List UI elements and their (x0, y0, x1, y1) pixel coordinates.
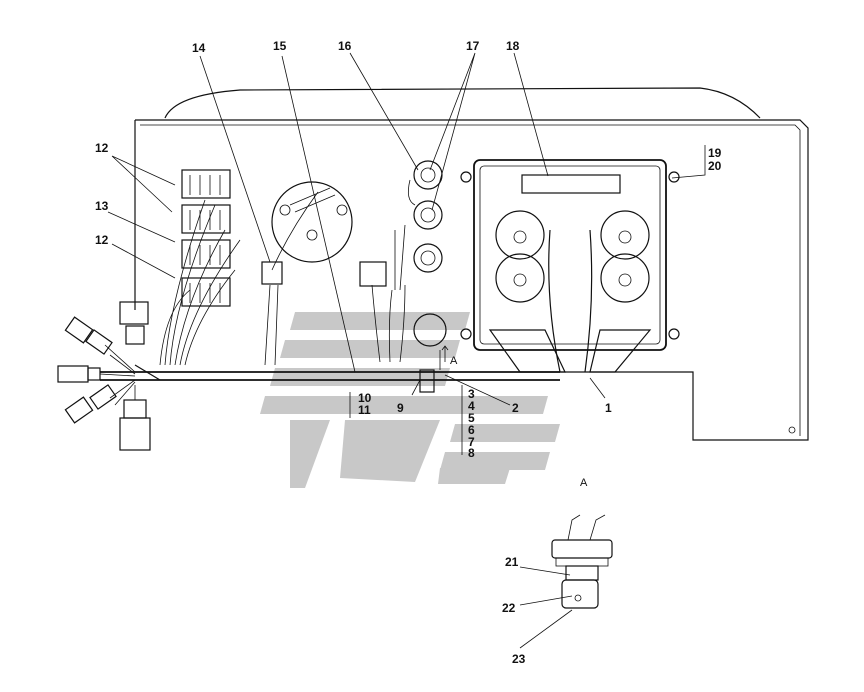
callout-4: 4 (468, 399, 475, 413)
small-connector (413, 313, 449, 393)
callout-8: 8 (468, 446, 475, 460)
callout-12-bottom: 12 (95, 233, 109, 247)
indicator-lamps (359, 160, 443, 363)
callout-10: 10 (358, 391, 372, 405)
callout-9: 9 (397, 401, 404, 415)
view-a-label: A (580, 477, 588, 489)
left-connectors (57, 301, 151, 451)
callout-18: 18 (506, 39, 520, 53)
callout-5: 5 (468, 411, 475, 425)
callout-12-top: 12 (95, 141, 109, 155)
callout-1: 1 (605, 401, 612, 415)
callout-15: 15 (273, 39, 287, 53)
callout-6: 6 (468, 423, 475, 437)
panel-housing (134, 87, 809, 441)
callout-23: 23 (512, 652, 526, 666)
callout-16: 16 (338, 39, 352, 53)
callout-21: 21 (505, 555, 519, 569)
callout-17: 17 (466, 39, 480, 53)
callout-22: 22 (502, 601, 516, 615)
leader-lines (107, 52, 706, 649)
view-a-arrow-label: A (450, 355, 458, 367)
view-a-switch (551, 514, 613, 609)
callout-19: 19 (708, 146, 722, 160)
callout-labels: 1 2 9 10 11 3 4 5 6 7 8 12 12 13 14 15 1… (95, 39, 722, 666)
callout-3: 3 (468, 387, 475, 401)
main-harness (100, 364, 560, 381)
callout-13: 13 (95, 199, 109, 213)
callout-20: 20 (708, 159, 722, 173)
callout-7: 7 (468, 435, 475, 449)
callout-14: 14 (192, 41, 206, 55)
watermark-logo (260, 312, 560, 488)
switch-block (159, 169, 241, 366)
callout-2: 2 (512, 401, 519, 415)
round-connector (261, 181, 353, 366)
instrument-cluster (460, 159, 680, 373)
callout-11: 11 (358, 403, 371, 417)
